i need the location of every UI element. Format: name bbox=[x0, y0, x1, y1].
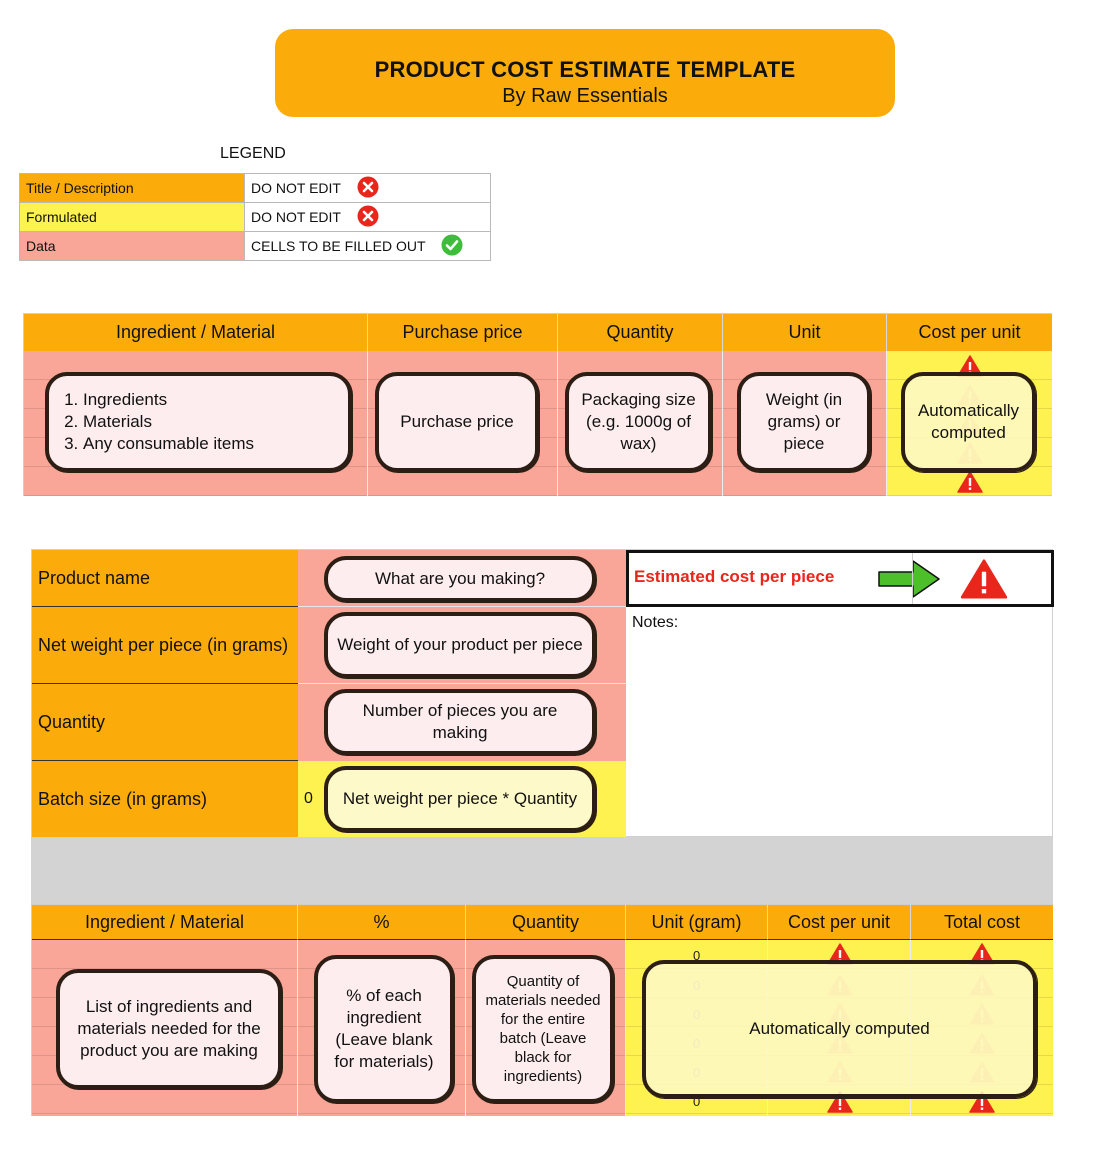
estimated-cost-box: Estimated cost per piece bbox=[626, 550, 1054, 607]
purchase-price-hint-box: Purchase price bbox=[375, 372, 539, 472]
cost-table-2: Ingredient / Material % Quantity Unit (g… bbox=[31, 904, 1053, 1116]
list-item: Ingredients bbox=[83, 389, 254, 411]
legend-row: Title / Description DO NOT EDIT bbox=[19, 173, 491, 203]
legend-value: CELLS TO BE FILLED OUT bbox=[251, 238, 426, 254]
ingredient-hint-list: Ingredients Materials Any consumable ite… bbox=[55, 389, 254, 455]
header-unit: Unit bbox=[723, 314, 887, 351]
cost-per-unit-hint-box: Automatically computed bbox=[901, 372, 1036, 472]
legend-value-cell: CELLS TO BE FILLED OUT bbox=[244, 231, 491, 261]
ingredient-hint-box: Ingredients Materials Any consumable ite… bbox=[45, 372, 352, 472]
red-x-icon bbox=[357, 205, 379, 230]
label-product-name: Product name bbox=[32, 550, 298, 607]
label-batch-size: Batch size (in grams) bbox=[32, 761, 298, 838]
label-quantity: Quantity bbox=[32, 684, 298, 761]
unit-value: 0 bbox=[693, 948, 701, 963]
header-ingredient: Ingredient / Material bbox=[32, 905, 298, 940]
legend-row: Data CELLS TO BE FILLED OUT bbox=[19, 231, 491, 261]
legend-row: Formulated DO NOT EDIT bbox=[19, 202, 491, 232]
notes-label: Notes: bbox=[632, 614, 679, 631]
header-ingredient: Ingredient / Material bbox=[24, 314, 368, 351]
product-info-block: Product name Net weight per piece (in gr… bbox=[31, 549, 1054, 838]
divider bbox=[912, 553, 913, 604]
quantity-hint: Number of pieces you are making bbox=[324, 689, 596, 755]
header-quantity: Quantity bbox=[558, 314, 723, 351]
legend-label: Title / Description bbox=[19, 173, 245, 203]
list-item: Any consumable items bbox=[83, 433, 254, 455]
separator-band bbox=[31, 837, 1053, 904]
legend-value: DO NOT EDIT bbox=[251, 180, 341, 196]
product-name-hint: What are you making? bbox=[324, 556, 596, 602]
quantity-hint-box: Packaging size (e.g. 1000g of wax) bbox=[565, 372, 712, 472]
percent-hint-box: % of each ingredient (Leave blank for ma… bbox=[314, 955, 454, 1103]
title-banner: PRODUCT COST ESTIMATE TEMPLATE By Raw Es… bbox=[275, 29, 895, 117]
legend-value-cell: DO NOT EDIT bbox=[244, 202, 491, 232]
unit-value: 0 bbox=[693, 1094, 701, 1109]
warning-icon bbox=[957, 471, 983, 493]
legend-title: LEGEND bbox=[220, 145, 286, 162]
header-quantity: Quantity bbox=[466, 905, 626, 940]
arrow-right-icon bbox=[878, 560, 940, 598]
notes-area[interactable] bbox=[626, 607, 1054, 838]
page-subtitle: By Raw Essentials bbox=[502, 85, 668, 107]
estimated-cost-label: Estimated cost per piece bbox=[634, 567, 835, 586]
quantity-hint-box: Quantity of materials needed for the ent… bbox=[472, 955, 614, 1103]
legend-label: Data bbox=[19, 231, 245, 261]
warning-icon bbox=[960, 559, 1008, 599]
header-cost-per-unit: Cost per unit bbox=[768, 905, 911, 940]
header-cost-per-unit: Cost per unit bbox=[887, 314, 1052, 351]
batch-size-hint: Net weight per piece * Quantity bbox=[324, 766, 596, 832]
computed-hint-box: Automatically computed bbox=[642, 960, 1037, 1098]
header-percent: % bbox=[298, 905, 466, 940]
net-weight-hint: Weight of your product per piece bbox=[324, 612, 596, 678]
header-purchase-price: Purchase price bbox=[368, 314, 558, 351]
legend-value: DO NOT EDIT bbox=[251, 209, 341, 225]
unit-hint-box: Weight (in grams) or piece bbox=[737, 372, 871, 472]
header-total-cost: Total cost bbox=[911, 905, 1053, 940]
page-title: PRODUCT COST ESTIMATE TEMPLATE bbox=[374, 57, 796, 82]
legend-value-cell: DO NOT EDIT bbox=[244, 173, 491, 203]
red-x-icon bbox=[357, 176, 379, 201]
green-check-icon bbox=[441, 234, 463, 259]
cost-table-1: Ingredient / Material Purchase price Qua… bbox=[23, 313, 1052, 496]
batch-size-value: 0 bbox=[304, 790, 313, 807]
label-net-weight: Net weight per piece (in grams) bbox=[32, 607, 298, 684]
legend-label: Formulated bbox=[19, 202, 245, 232]
ingredient-hint-box: List of ingredients and materials needed… bbox=[56, 969, 282, 1089]
legend-table: Title / Description DO NOT EDIT Formulat… bbox=[19, 173, 491, 261]
header-unit-gram: Unit (gram) bbox=[626, 905, 768, 940]
list-item: Materials bbox=[83, 411, 254, 433]
